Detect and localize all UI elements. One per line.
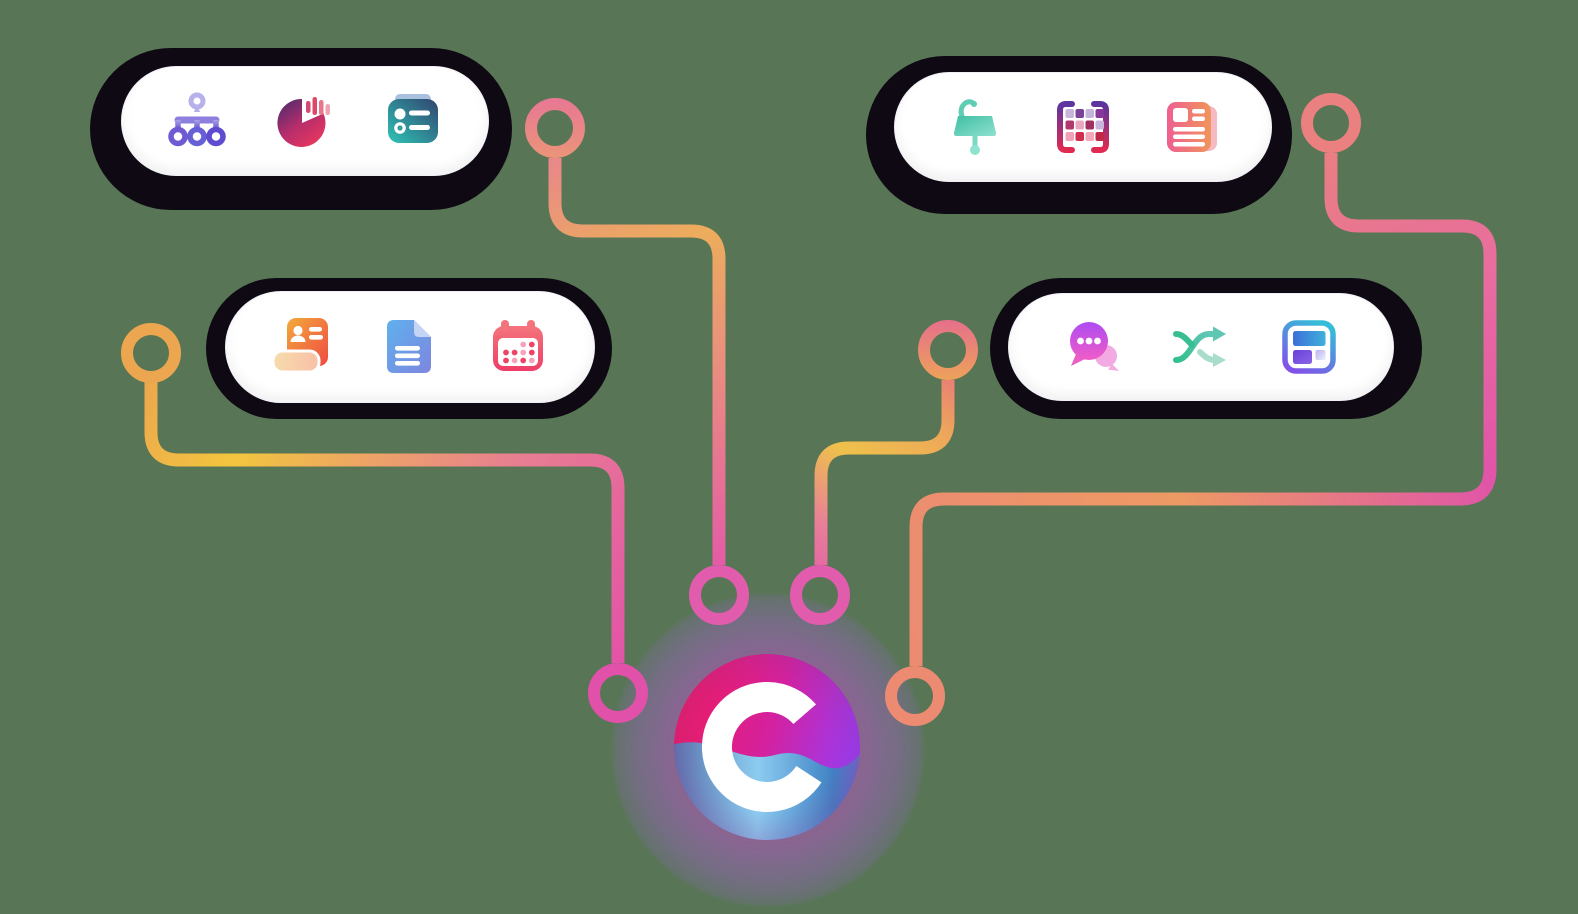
news-icon	[1167, 102, 1217, 152]
node-logo-right	[885, 666, 945, 726]
connector-top-right-a	[1324, 153, 1497, 469]
logo-letter-c	[701, 682, 822, 812]
connector-middle-left	[144, 380, 625, 663]
org-chart-icon	[168, 92, 226, 147]
pie-chart-icon	[277, 97, 330, 147]
chat-bubbles-icon	[1070, 322, 1119, 371]
connector-top-left	[548, 158, 726, 565]
layout-icon	[1282, 320, 1336, 374]
card-list-icon	[388, 94, 438, 143]
node-logo-top-right	[790, 565, 850, 625]
pill-middle-right	[1008, 293, 1394, 401]
connector-top-right-b	[909, 468, 1497, 666]
calendar-icon	[493, 320, 543, 371]
logo-vignette	[674, 654, 860, 840]
document-icon	[387, 320, 431, 373]
connector-middle-right	[814, 380, 955, 565]
node-middle-right-pill	[918, 320, 978, 380]
keynote-lamp-icon	[953, 99, 997, 155]
node-logo-bottom-left	[588, 663, 648, 723]
node-top-left-pill	[525, 98, 585, 158]
pill-top-left-outline	[90, 48, 512, 210]
pill-top-right-outline	[866, 56, 1292, 214]
pill-top-left	[121, 66, 489, 176]
node-logo-top-left	[689, 565, 749, 625]
pill-middle-left-outline	[206, 278, 612, 419]
pill-top-right	[894, 72, 1272, 182]
central-logo	[674, 654, 860, 840]
shuffle-icon	[1173, 326, 1226, 367]
contact-card-icon	[271, 318, 328, 374]
node-middle-left-pill	[121, 323, 181, 383]
pill-middle-right-outline	[990, 278, 1422, 419]
pill-middle-left	[225, 291, 595, 403]
node-top-right-pill	[1301, 93, 1361, 153]
grid-bracket-icon	[1057, 101, 1109, 153]
